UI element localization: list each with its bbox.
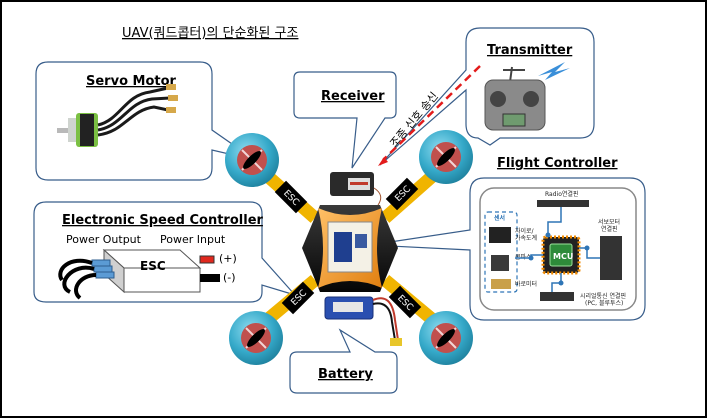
diagram-title: UAV(쿼드콥터)의 단순화된 구조 bbox=[122, 26, 298, 41]
radio-pin-header bbox=[537, 200, 589, 207]
flight-controller-label: Flight Controller bbox=[497, 156, 618, 171]
compass-chip bbox=[491, 255, 509, 271]
sensor-group-box bbox=[484, 211, 518, 293]
gyro-label-line1: 자이로/ bbox=[515, 227, 535, 235]
minus-terminal-label: (-) bbox=[223, 271, 236, 284]
servo-pin-header bbox=[600, 236, 622, 280]
arm-esc-ne: ESC bbox=[385, 177, 419, 211]
signal-line bbox=[382, 65, 481, 161]
battery-callout: Battery bbox=[289, 328, 398, 394]
flight-controller-callout: Flight Controller Radio연결핀 센서 자이로/ 가속도계 … bbox=[369, 156, 646, 321]
battery-label: Battery bbox=[318, 367, 373, 382]
mcu-label: MCU bbox=[553, 252, 573, 261]
propeller-ne bbox=[419, 130, 473, 184]
gyro-label-line2: 가속도계 bbox=[515, 234, 537, 242]
esc-box-label: ESC bbox=[140, 259, 166, 273]
propeller-sw bbox=[229, 311, 283, 365]
power-output-label: Power Output bbox=[66, 233, 142, 246]
esc-callout: Electronic Speed Controller Power Output… bbox=[33, 201, 297, 303]
radio-pins-label: Radio연결핀 bbox=[545, 190, 578, 198]
compass-label: 콤파스 bbox=[515, 253, 532, 261]
signal-arrow-icon bbox=[378, 157, 388, 166]
sensor-group-label: 센서 bbox=[494, 214, 505, 222]
arm-esc-sw: ESC bbox=[281, 281, 315, 315]
plus-terminal-label: (+) bbox=[219, 252, 237, 265]
transmitter-callout: Transmitter bbox=[379, 27, 595, 166]
transmitter-label: Transmitter bbox=[487, 43, 573, 58]
servo-motor-label: Servo Motor bbox=[86, 74, 177, 89]
servo-pins-label-line2: 연결핀 bbox=[601, 225, 618, 233]
arm-esc-se: ESC bbox=[388, 285, 422, 319]
lightning-icon bbox=[538, 62, 570, 80]
propeller-nw bbox=[225, 133, 279, 187]
quadcopter: ESC ESC ESC ESC bbox=[225, 130, 473, 365]
serial-pins-label-line1: 시리얼통신 연결핀 bbox=[580, 292, 626, 300]
serial-pins-label-line2: (PC, 블루투스) bbox=[585, 300, 623, 307]
power-input-label: Power Input bbox=[160, 233, 226, 246]
propeller-se bbox=[419, 311, 473, 365]
receiver-callout: Receiver bbox=[293, 71, 397, 169]
servo-motor-callout: Servo Motor bbox=[35, 61, 256, 181]
gyro-chip bbox=[489, 227, 511, 243]
transmitter-image bbox=[484, 66, 546, 131]
barometer-chip bbox=[491, 279, 511, 289]
esc-box-illustration: ESC bbox=[58, 248, 220, 300]
servo-pins-label-line1: 서보모터 bbox=[598, 218, 620, 226]
arm-esc-nw: ESC bbox=[274, 180, 308, 214]
receiver-label: Receiver bbox=[321, 89, 385, 104]
servo-motor-image bbox=[57, 84, 178, 147]
barometer-label: 바로미터 bbox=[515, 280, 537, 288]
esc-label: Electronic Speed Controller bbox=[62, 213, 264, 228]
fc-connections bbox=[515, 207, 600, 292]
serial-pin-header bbox=[540, 292, 574, 301]
receiver-unit bbox=[330, 172, 382, 206]
battery-unit bbox=[324, 296, 402, 346]
